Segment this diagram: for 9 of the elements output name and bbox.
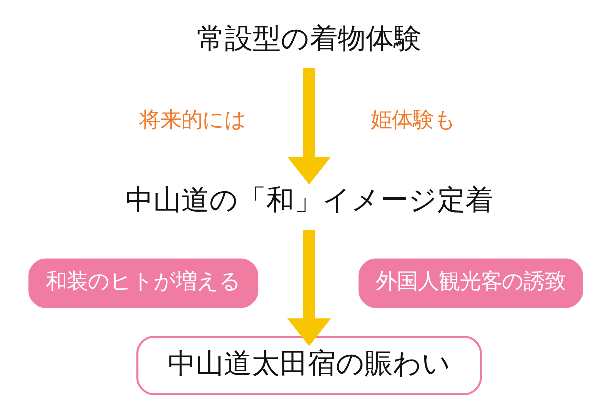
node-box: 外国人観光客の誘致 bbox=[358, 258, 583, 308]
arrow bbox=[286, 230, 331, 346]
node-box: 中山道太田宿の賑わい bbox=[136, 336, 482, 396]
node-text: 常設型の着物体験 bbox=[196, 22, 422, 56]
node-box: 和装のヒトが増える bbox=[28, 258, 258, 308]
node-text: 中山道の「和」イメージ定着 bbox=[124, 184, 493, 217]
arrow bbox=[286, 68, 331, 185]
label: 姫体験も bbox=[370, 108, 456, 133]
label: 将来的には bbox=[139, 108, 246, 133]
